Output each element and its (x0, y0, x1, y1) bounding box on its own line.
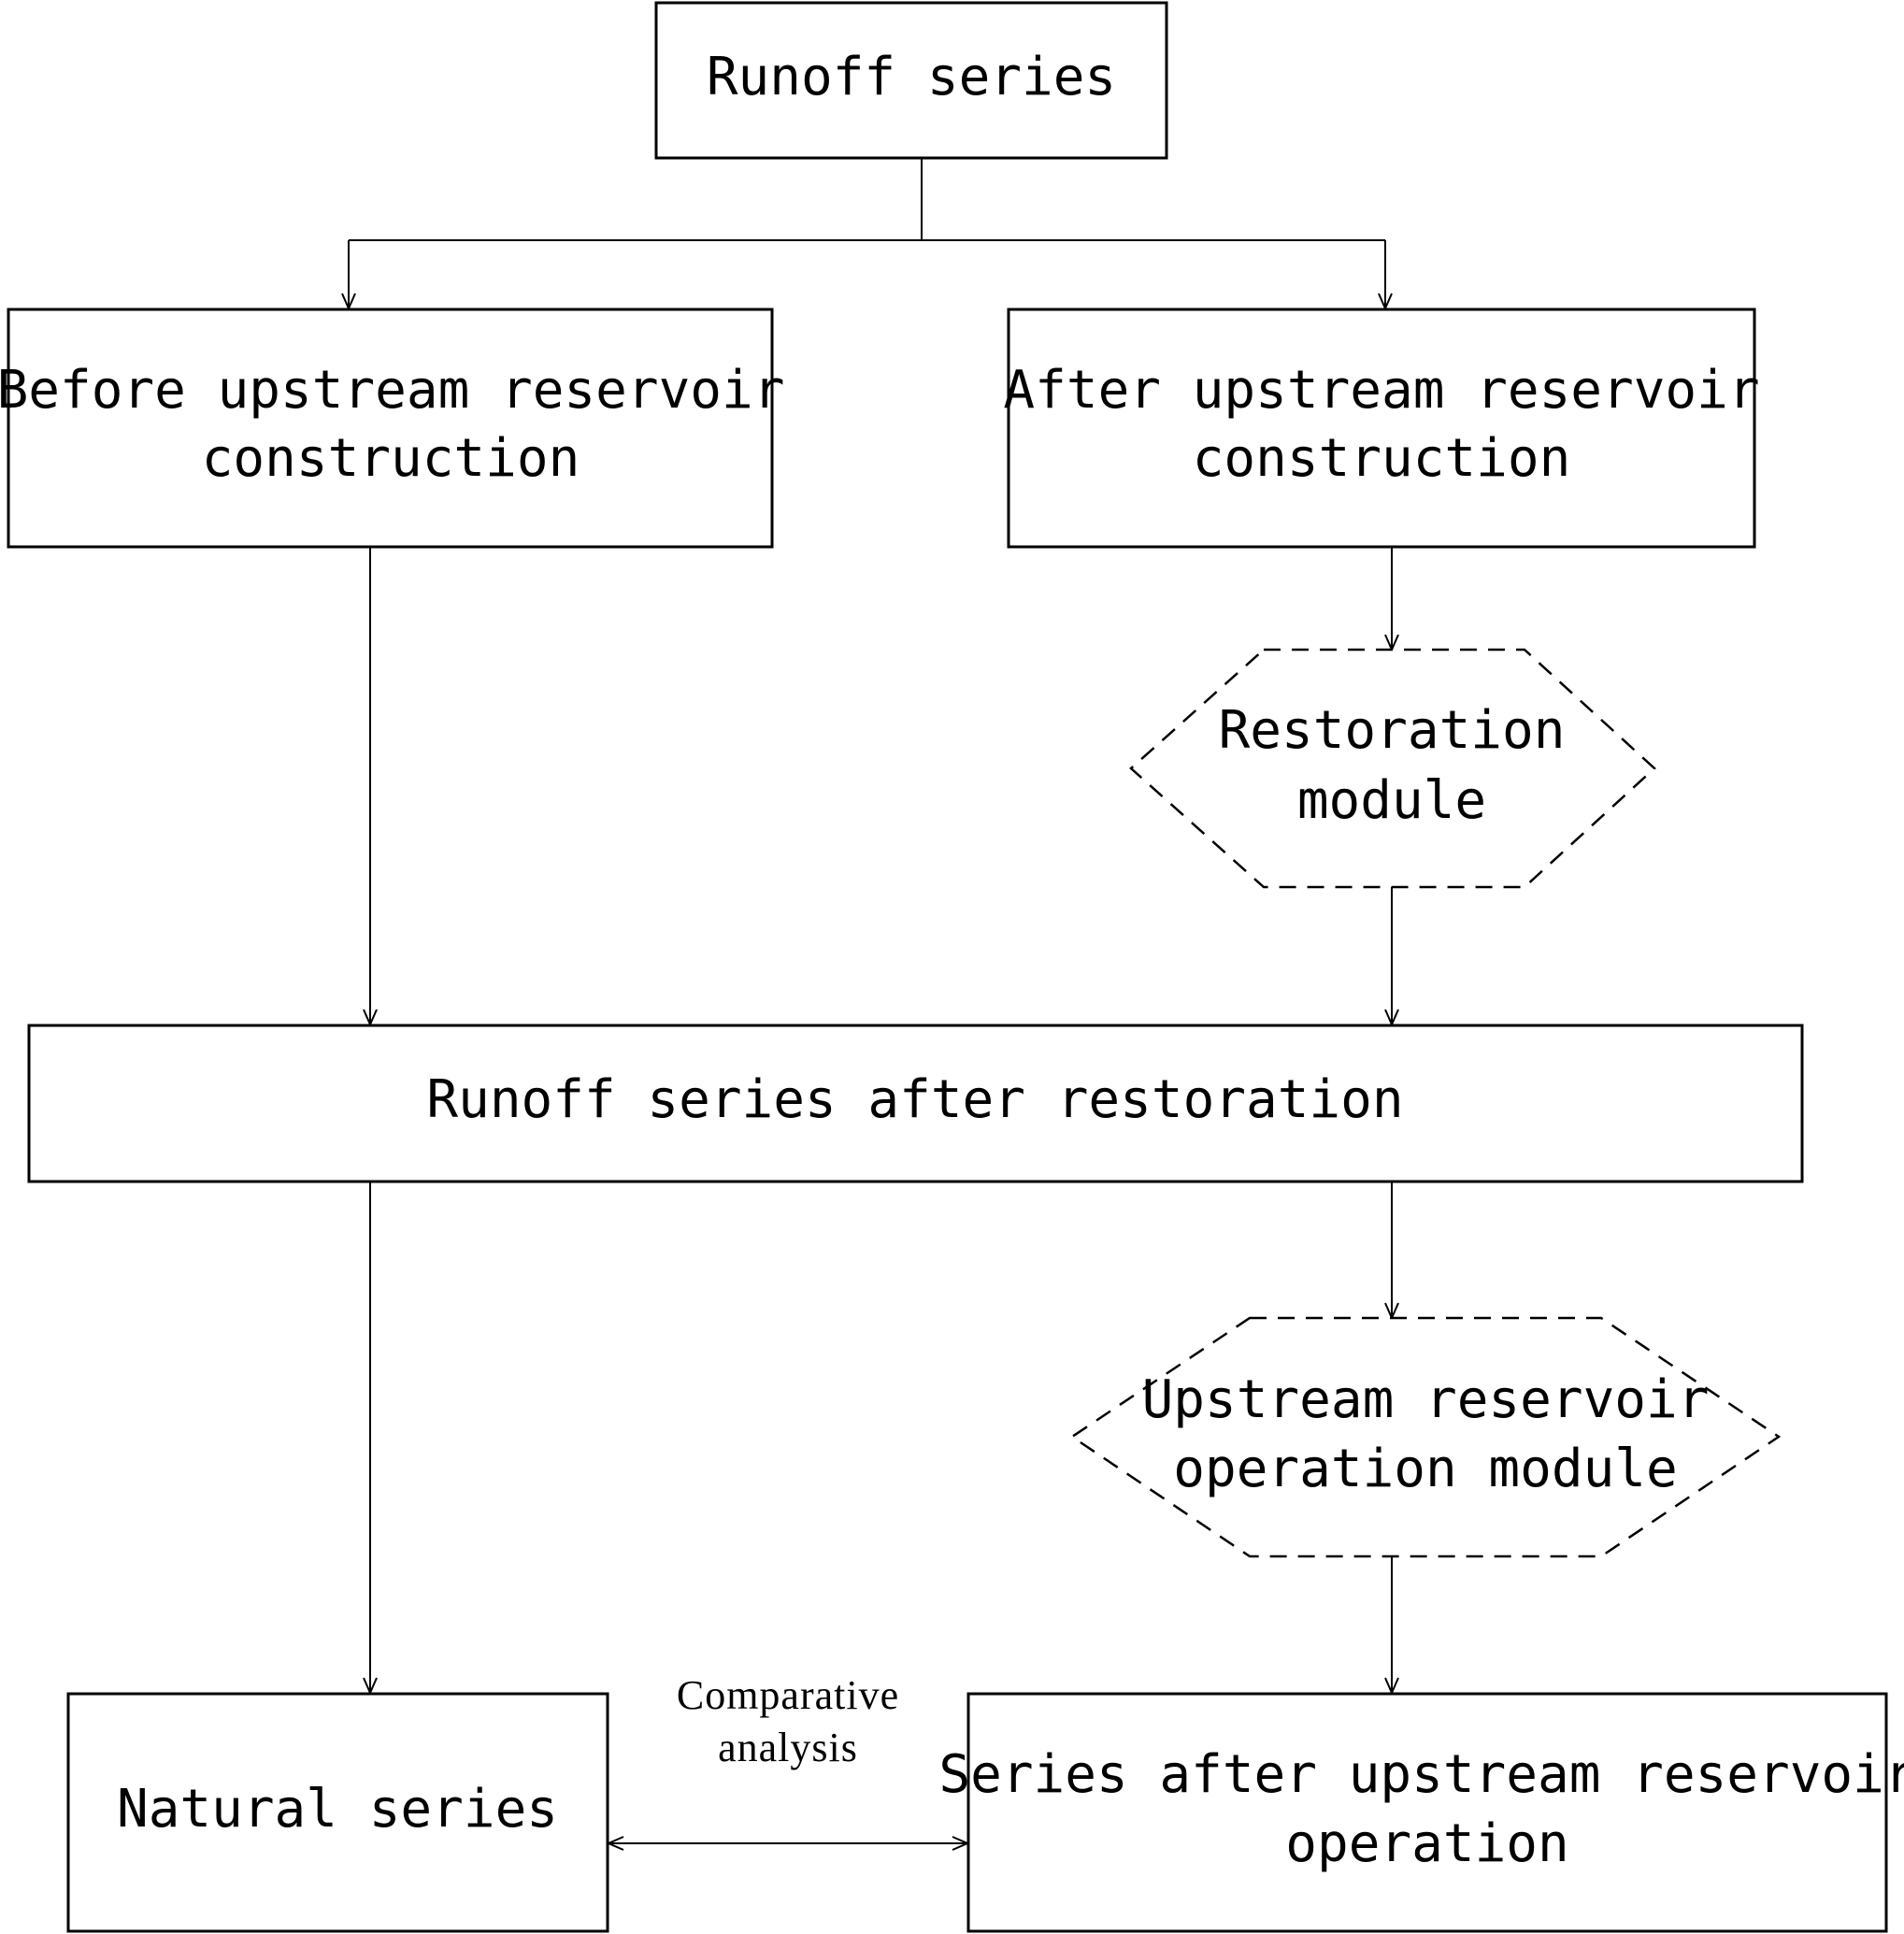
node-after-construction: After upstream reservoir construction (1003, 308, 1760, 549)
node-runoff-after-restoration-box (27, 1024, 1804, 1183)
node-series-after-operation: Series after upstream reservoir operatio… (938, 1692, 1904, 1933)
node-restoration-module: Restoration module (1129, 648, 1656, 889)
node-restoration-module-label-line2: module (1297, 770, 1486, 831)
node-runoff-after-restoration-label: Runoff series after restoration (426, 1069, 1403, 1130)
node-series-after-operation-label-line1: Series after upstream reservoir (938, 1744, 1904, 1805)
edge-label-comparative-analysis: Comparative analysis (677, 1672, 899, 1770)
comparative-analysis-label-line1: Comparative (677, 1672, 899, 1718)
node-restoration-module-label-line1: Restoration (1219, 700, 1566, 761)
node-operation-module: Upstream reservoir operation module (1069, 1316, 1782, 1558)
node-natural-series-label: Natural series (117, 1779, 558, 1840)
node-before-construction-label-line1: Before upstream reservoir (0, 360, 784, 421)
node-series-after-operation-label-line2: operation (1285, 1813, 1568, 1874)
node-operation-module-label-line2: operation module (1173, 1439, 1677, 1499)
node-natural-series: Natural series (66, 1692, 609, 1933)
node-natural-series-box (66, 1692, 609, 1933)
node-before-construction: Before upstream reservoir construction (0, 308, 784, 549)
connectors (349, 158, 1392, 1843)
node-before-construction-label-line2: construction (202, 428, 580, 489)
node-after-construction-box (1007, 308, 1756, 549)
node-after-construction-label-line2: construction (1193, 428, 1571, 489)
node-before-construction-box (7, 308, 774, 549)
node-restoration-module-shape (1129, 648, 1656, 889)
node-operation-module-shape (1069, 1316, 1782, 1558)
node-runoff-after-restoration: Runoff series after restoration (27, 1024, 1804, 1183)
node-operation-module-label-line1: Upstream reservoir (1142, 1369, 1710, 1430)
comparative-analysis-label-line2: analysis (718, 1725, 858, 1770)
node-runoff-series-box (654, 1, 1168, 160)
node-runoff-series-label: Runoff series (707, 47, 1116, 107)
node-runoff-series: Runoff series (654, 1, 1168, 160)
node-after-construction-label-line1: After upstream reservoir (1003, 360, 1759, 421)
node-series-after-operation-box (966, 1692, 1888, 1933)
